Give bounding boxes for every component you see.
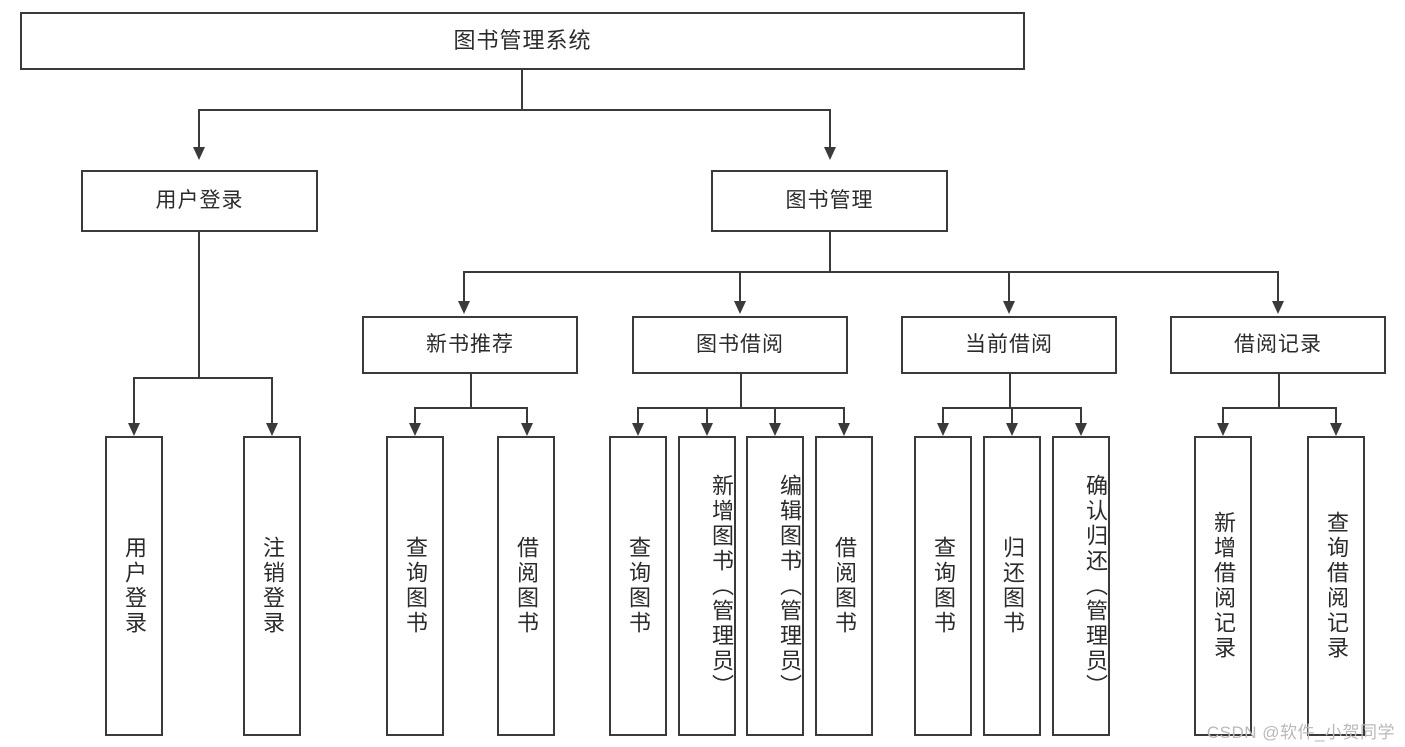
arrow-bookborrow-leaf4-icon: [838, 423, 850, 436]
connector-bookmgmt-bus: [463, 271, 1278, 273]
arrow-l3-4-icon: [1272, 301, 1284, 314]
node-book-borrow[interactable]: 图书借阅: [632, 316, 848, 374]
arrow-l3-3-icon: [1003, 301, 1015, 314]
leaf-newbook-borrow-book[interactable]: 借阅图书: [497, 436, 555, 736]
connector-newbook-leaf2: [526, 407, 528, 425]
leaf-bookborrow-add-book-admin[interactable]: 新增图书（管理员）: [678, 436, 736, 736]
connector-login-to-leaf2: [271, 377, 273, 425]
arrow-bookborrow-leaf2-icon: [701, 423, 713, 436]
arrow-borrowrecord-leaf2-icon: [1330, 423, 1342, 436]
arrow-l3-1-icon: [458, 301, 470, 314]
leaf-newbook-query-book[interactable]: 查询图书: [386, 436, 444, 736]
node-root-system[interactable]: 图书管理系统: [20, 12, 1025, 70]
connector-root-bus: [198, 109, 830, 111]
connector-root-to-login: [198, 109, 200, 149]
connector-currentborrow-leaf2: [1011, 407, 1013, 425]
connector-bookborrow-leaf3: [774, 407, 776, 425]
leaf-currentborrow-return-book[interactable]: 归还图书: [983, 436, 1041, 736]
leaf-bookborrow-borrow-book[interactable]: 借阅图书: [815, 436, 873, 736]
node-current-borrow[interactable]: 当前借阅: [901, 316, 1117, 374]
arrow-borrowrecord-leaf1-icon: [1217, 423, 1229, 436]
connector-login-stem: [198, 232, 200, 378]
node-borrow-record[interactable]: 借阅记录: [1170, 316, 1386, 374]
leaf-borrowrecord-query-record[interactable]: 查询借阅记录: [1307, 436, 1365, 736]
arrow-login-leaf1-icon: [128, 423, 140, 436]
arrow-login-leaf2-icon: [266, 423, 278, 436]
connector-bookmgmt-to-l3-3: [1008, 271, 1010, 303]
connector-login-bus: [133, 377, 271, 379]
connector-newbook-bus: [414, 407, 526, 409]
arrow-bookborrow-leaf3-icon: [769, 423, 781, 436]
csdn-watermark: CSDN @软件_小贺同学: [1206, 723, 1395, 742]
node-book-management[interactable]: 图书管理: [711, 170, 948, 232]
arrow-root-to-login-icon: [193, 147, 205, 160]
leaf-borrowrecord-add-record[interactable]: 新增借阅记录: [1194, 436, 1252, 736]
connector-root-stem: [521, 70, 523, 110]
leaf-currentborrow-query-book[interactable]: 查询图书: [914, 436, 972, 736]
connector-currentborrow-stem: [1009, 374, 1011, 408]
connector-newbook-leaf1: [414, 407, 416, 425]
connector-borrowrecord-leaf2: [1335, 407, 1337, 425]
leaf-bookborrow-edit-book-admin[interactable]: 编辑图书（管理员）: [746, 436, 804, 736]
leaf-currentborrow-confirm-return-admin[interactable]: 确认归还（管理员）: [1052, 436, 1110, 736]
leaf-bookborrow-query-book[interactable]: 查询图书: [609, 436, 667, 736]
connector-root-to-bookmgmt: [829, 109, 831, 149]
connector-borrowrecord-stem: [1278, 374, 1280, 408]
arrow-bookborrow-leaf1-icon: [632, 423, 644, 436]
arrow-newbook-leaf2-icon: [521, 423, 533, 436]
connector-bookborrow-leaf4: [843, 407, 845, 425]
connector-currentborrow-leaf3: [1080, 407, 1082, 425]
arrow-currentborrow-leaf1-icon: [937, 423, 949, 436]
arrow-newbook-leaf1-icon: [409, 423, 421, 436]
leaf-logout[interactable]: 注销登录: [243, 436, 301, 736]
connector-bookborrow-leaf2: [706, 407, 708, 425]
arrow-currentborrow-leaf2-icon: [1006, 423, 1018, 436]
connector-currentborrow-leaf1: [942, 407, 944, 425]
connector-newbook-stem: [470, 374, 472, 408]
connector-bookmgmt-stem: [829, 232, 831, 272]
arrow-l3-2-icon: [734, 301, 746, 314]
connector-bookmgmt-to-l3-2: [739, 271, 741, 303]
arrow-currentborrow-leaf3-icon: [1075, 423, 1087, 436]
connector-bookmgmt-to-l3-1: [463, 271, 465, 303]
connector-bookmgmt-to-l3-4: [1277, 271, 1279, 303]
connector-bookborrow-stem: [740, 374, 742, 408]
node-user-login[interactable]: 用户登录: [81, 170, 318, 232]
arrow-root-to-bookmgmt-icon: [824, 147, 836, 160]
connector-login-to-leaf1: [133, 377, 135, 425]
connector-borrowrecord-leaf1: [1222, 407, 1224, 425]
leaf-user-login[interactable]: 用户登录: [105, 436, 163, 736]
connector-bookborrow-leaf1: [637, 407, 639, 425]
node-new-book-recommend[interactable]: 新书推荐: [362, 316, 578, 374]
connector-bookborrow-bus: [637, 407, 843, 409]
connector-borrowrecord-bus: [1222, 407, 1335, 409]
